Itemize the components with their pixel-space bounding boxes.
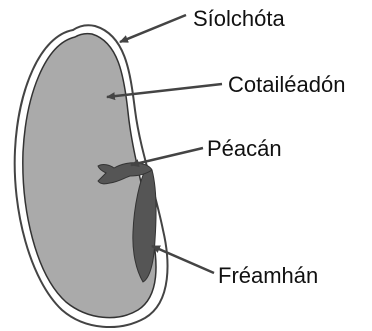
label-cotyledon: Cotailéadón — [228, 74, 345, 96]
arrow-seed-coat — [120, 15, 186, 42]
label-seed-coat: Síolchóta — [193, 8, 285, 30]
label-plumule: Péacán — [207, 138, 282, 160]
label-radicle: Fréamhán — [218, 265, 318, 287]
